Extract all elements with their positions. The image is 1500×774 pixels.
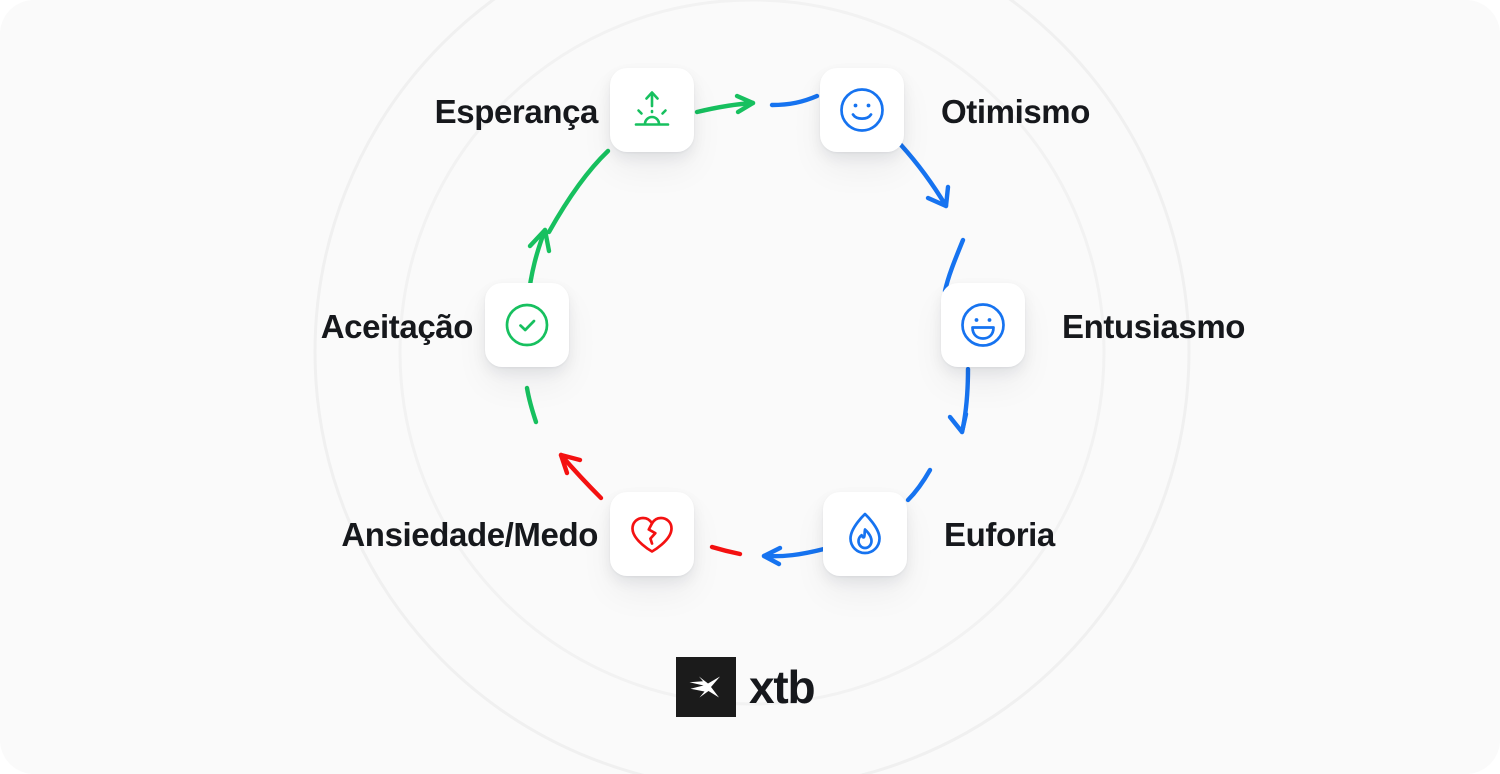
- label-ansiedade-medo: Ansiedade/Medo: [341, 516, 598, 553]
- arrow-entusiasmo-to-euforia: [905, 366, 971, 503]
- sunrise-arrow-up-icon: [628, 86, 676, 134]
- brand-logo: xtb: [676, 657, 816, 717]
- arrow-otimismo-to-entusiasmo: [898, 142, 966, 294]
- smiley-face-icon: [835, 83, 889, 137]
- check-circle-icon: [501, 299, 553, 351]
- node-ansiedade-medo[interactable]: [610, 492, 694, 576]
- grinning-face-icon: [956, 298, 1010, 352]
- label-euforia: Euforia: [944, 516, 1055, 553]
- label-otimismo: Otimismo: [941, 93, 1090, 130]
- node-aceitacao[interactable]: [485, 283, 569, 367]
- label-aceitacao: Aceitação: [320, 308, 474, 345]
- node-otimismo[interactable]: [820, 68, 904, 152]
- node-euforia[interactable]: [823, 492, 907, 576]
- label-entusiasmo: Entusiasmo: [1062, 308, 1246, 345]
- node-esperanca[interactable]: [610, 68, 694, 152]
- arrow-aceitacao-to-esperanca: [525, 148, 611, 303]
- xtb-logo-mark: [676, 657, 736, 717]
- node-entusiasmo[interactable]: [941, 283, 1025, 367]
- brand-wordmark: xtb: [749, 661, 816, 713]
- arrow-euforia-to-ansiedade: [709, 544, 827, 567]
- flame-icon: [840, 509, 890, 559]
- broken-heart-icon: [627, 509, 677, 559]
- arrow-esperanca-to-otimismo: [694, 93, 820, 115]
- arrow-ansiedade-to-aceitacao: [524, 385, 604, 501]
- label-esperanca: Esperança: [434, 93, 599, 130]
